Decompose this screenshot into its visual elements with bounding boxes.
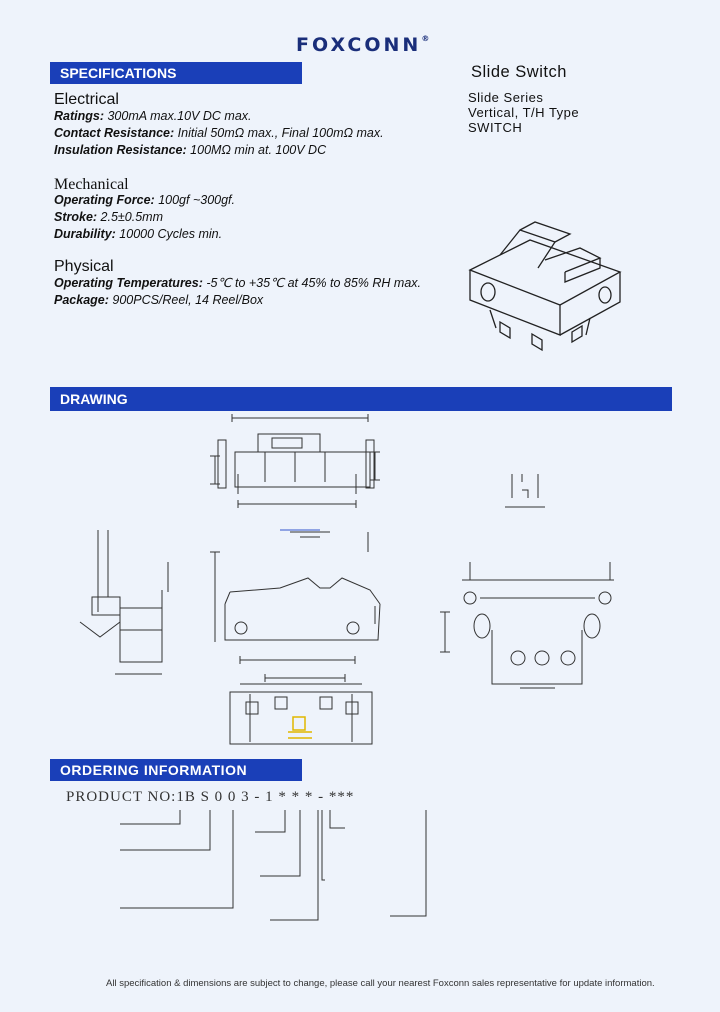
temperature-value: -5℃ to +35℃ at 45% to 85% RH max. bbox=[202, 276, 421, 290]
contact-resistance-value: Initial 50mΩ max., Final 100mΩ max. bbox=[174, 126, 384, 140]
part-number: PRODUCT NO:1B S 0 0 3 - 1 * * * - *** bbox=[66, 789, 355, 805]
operating-force-label: Operating Force: bbox=[54, 193, 155, 207]
footer-disclaimer: All specification & dimensions are subje… bbox=[106, 978, 655, 989]
contact-resistance-line: Contact Resistance: Initial 50mΩ max., F… bbox=[54, 125, 384, 142]
brand-name: FOXCONN bbox=[296, 34, 422, 56]
insulation-resistance-line: Insulation Resistance: 100MΩ min at. 100… bbox=[54, 142, 384, 159]
product-type: Vertical, T/H Type bbox=[468, 105, 580, 120]
product-category: SWITCH bbox=[468, 120, 523, 135]
ratings-line: Ratings: 300mA max.10V DC max. bbox=[54, 108, 384, 125]
brand-logo: FOXCONN® bbox=[296, 34, 429, 56]
package-line: Package: 900PCS/Reel, 14 Reel/Box bbox=[54, 292, 421, 309]
electrical-specs: Ratings: 300mA max.10V DC max. Contact R… bbox=[54, 108, 384, 159]
durability-label: Durability: bbox=[54, 227, 116, 241]
product-subtitle-block: Slide Series Vertical, T/H Type SWITCH bbox=[468, 90, 579, 135]
stroke-value: 2.5±0.5mm bbox=[97, 210, 163, 224]
temperature-label: Operating Temperatures: bbox=[54, 276, 203, 290]
ratings-value: 300mA max.10V DC max. bbox=[104, 109, 252, 123]
product-series: Slide Series bbox=[468, 90, 544, 105]
physical-heading: Physical bbox=[54, 258, 114, 275]
stroke-label: Stroke: bbox=[54, 210, 98, 224]
mechanical-specs: Operating Force: 100gf ~300gf. Stroke: 2… bbox=[54, 192, 235, 243]
ratings-label: Ratings: bbox=[54, 109, 104, 123]
stroke-line: Stroke: 2.5±0.5mm bbox=[54, 209, 235, 226]
insulation-resistance-label: Insulation Resistance: bbox=[54, 143, 187, 157]
product-title: Slide Switch bbox=[471, 63, 567, 81]
ordering-code-tree bbox=[120, 810, 427, 921]
package-value: 900PCS/Reel, 14 Reel/Box bbox=[108, 293, 264, 307]
highlight-mark bbox=[288, 716, 312, 739]
insulation-resistance-value: 100MΩ min at. 100V DC bbox=[186, 143, 327, 157]
electrical-heading: Electrical bbox=[54, 91, 119, 108]
temperature-line: Operating Temperatures: -5℃ to +35℃ at 4… bbox=[54, 275, 421, 292]
drawing-header: DRAWING bbox=[50, 387, 672, 411]
package-label: Package: bbox=[54, 293, 109, 307]
technical-drawing bbox=[79, 414, 614, 745]
durability-value: 10000 Cycles min. bbox=[115, 227, 223, 241]
registered-mark: ® bbox=[421, 34, 430, 43]
physical-specs: Operating Temperatures: -5℃ to +35℃ at 4… bbox=[54, 275, 421, 309]
durability-line: Durability: 10000 Cycles min. bbox=[54, 226, 235, 243]
mechanical-heading: Mechanical bbox=[54, 176, 129, 193]
operating-force-value: 100gf ~300gf. bbox=[154, 193, 235, 207]
specifications-header: SPECIFICATIONS bbox=[50, 62, 302, 84]
ordering-header: ORDERING INFORMATION bbox=[50, 759, 302, 781]
switch-isometric-illustration bbox=[468, 221, 622, 352]
contact-resistance-label: Contact Resistance: bbox=[54, 126, 175, 140]
operating-force-line: Operating Force: 100gf ~300gf. bbox=[54, 192, 235, 209]
